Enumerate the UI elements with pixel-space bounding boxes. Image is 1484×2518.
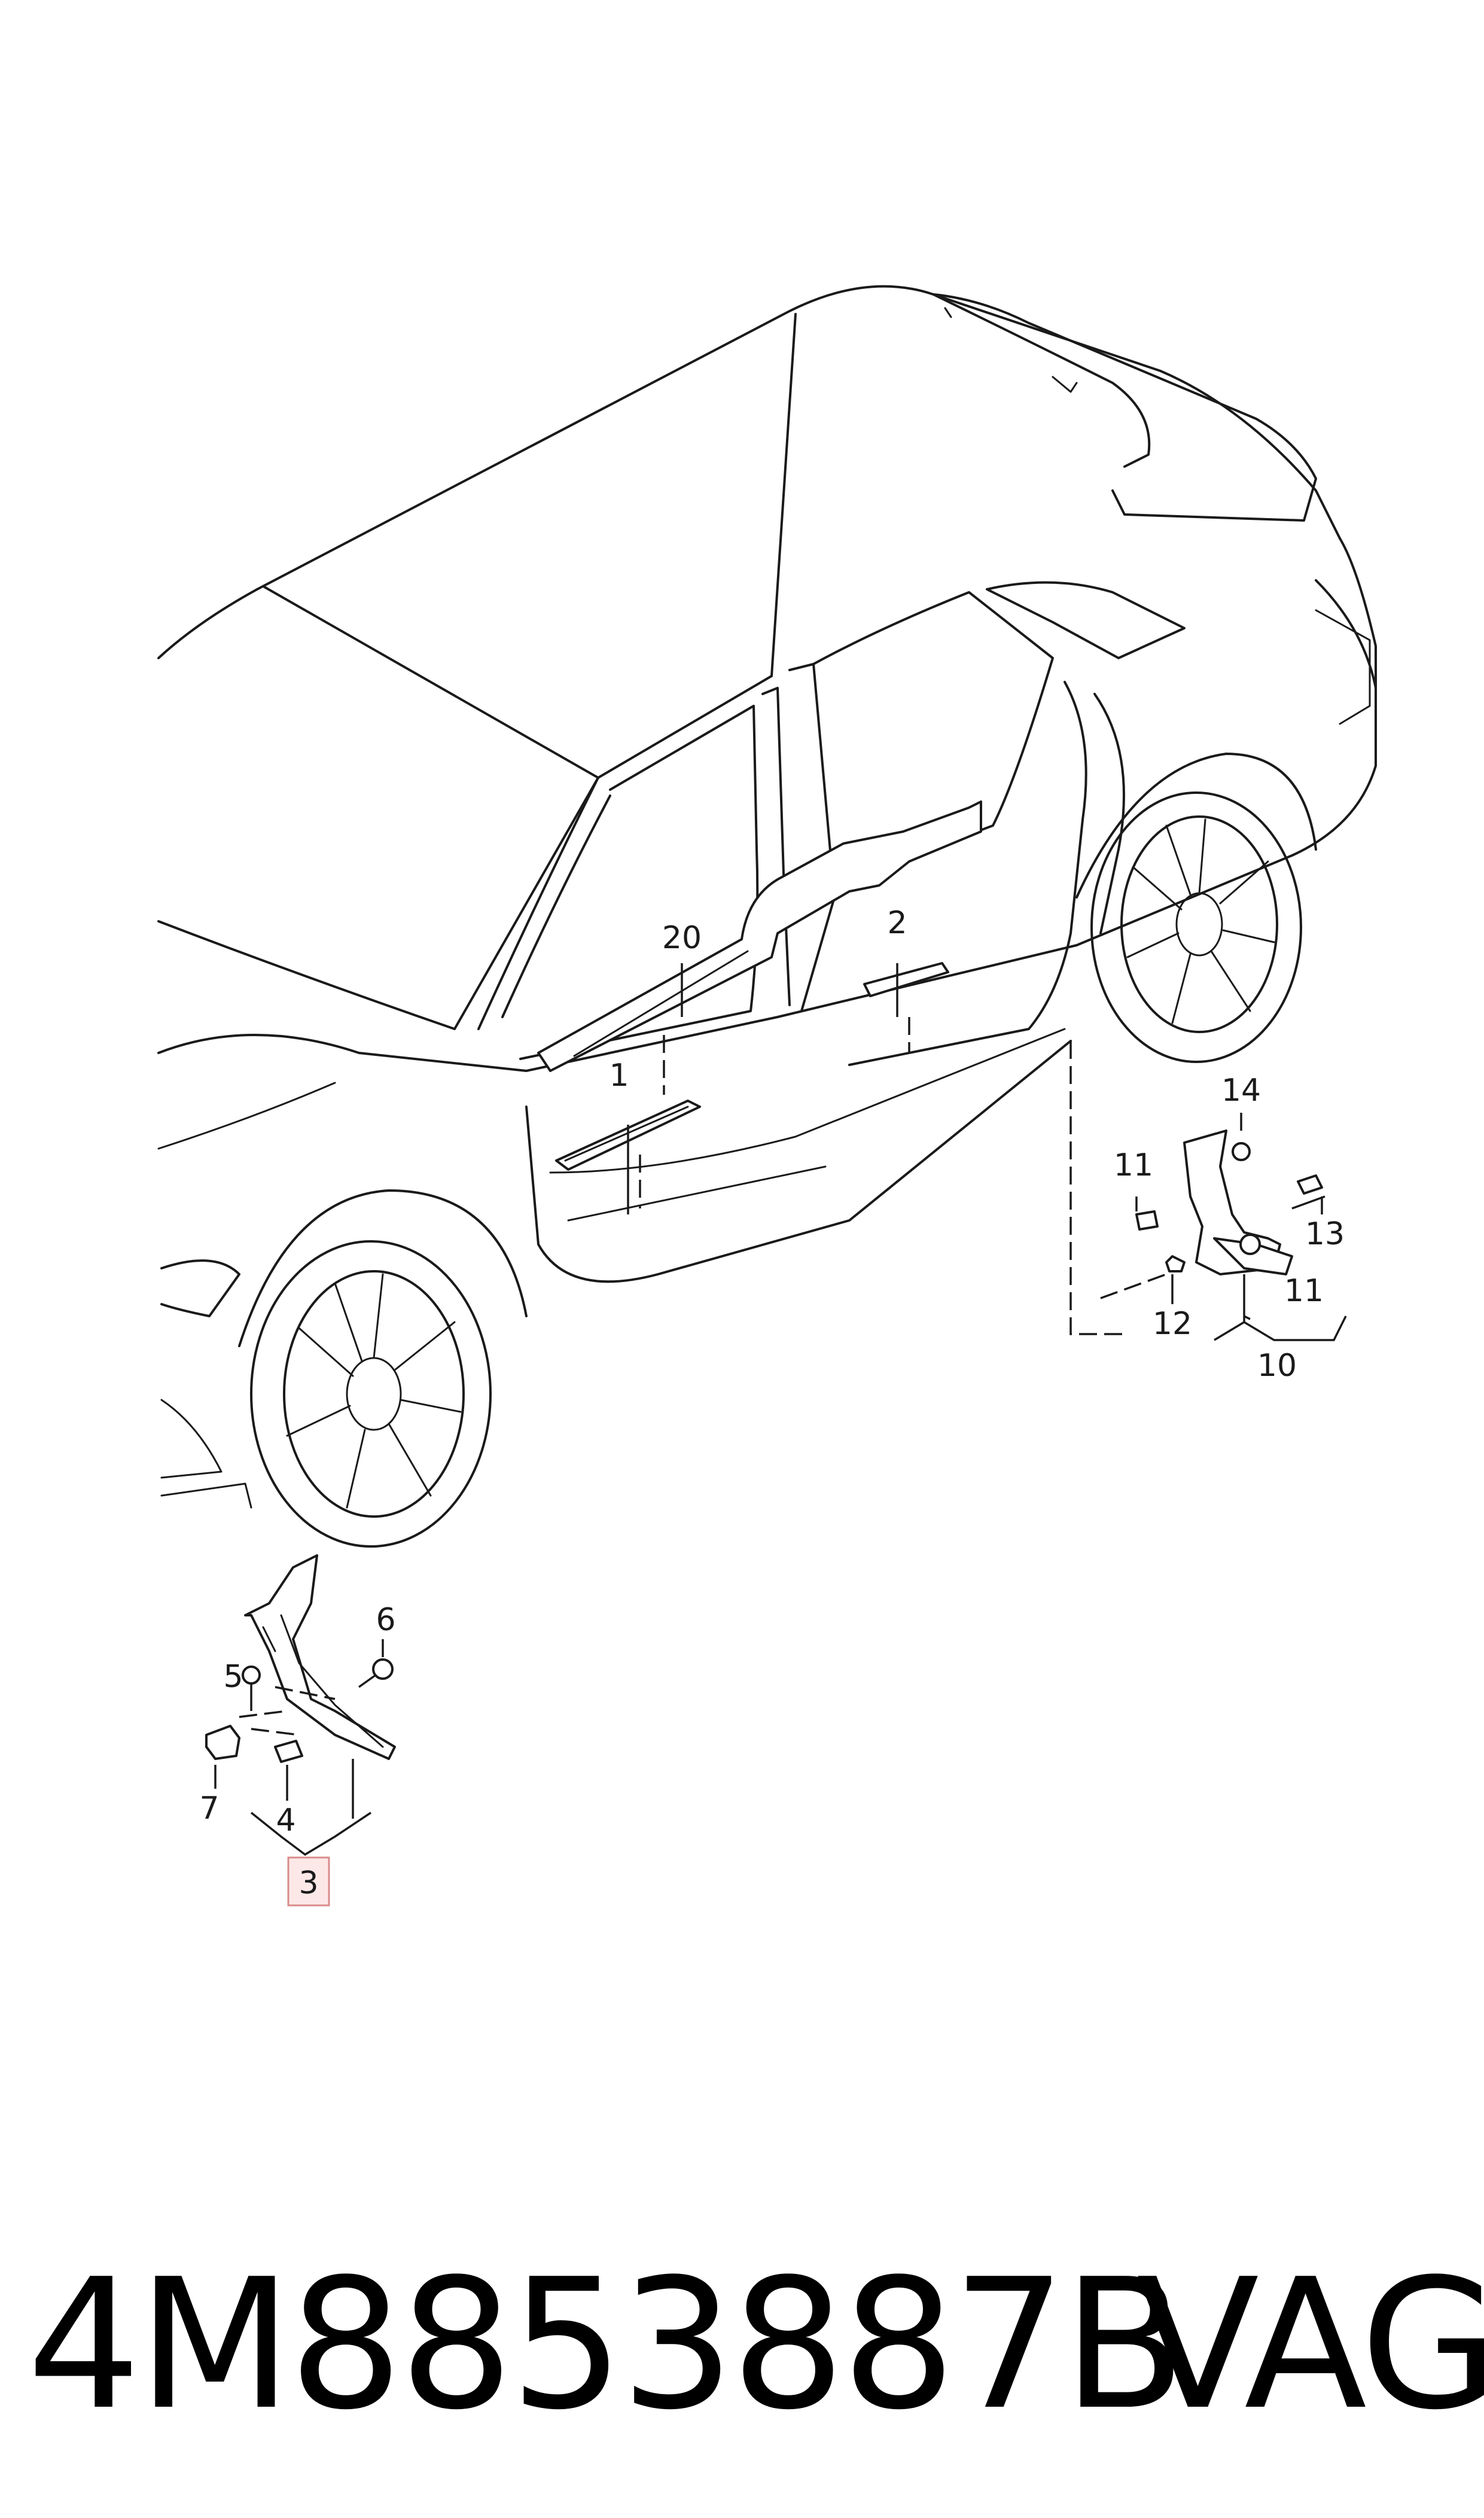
callout-3-highlight: 3 — [287, 1856, 330, 1907]
parts-diagram: 20 1 2 14 11 13 12 11 10 6 5 7 4 3 — [157, 285, 1377, 1907]
part-number: 4M8853887B — [27, 2240, 1186, 2449]
part-20-sill-trim — [537, 800, 982, 1072]
footer: 4M8853887B VAG — [0, 2225, 1484, 2465]
part-4-nut — [274, 1740, 303, 1763]
callout-10: 10 — [1257, 1348, 1297, 1384]
part-6-screw — [358, 1658, 394, 1688]
callout-11-lower: 11 — [1284, 1273, 1324, 1309]
callout-3: 3 — [298, 1865, 318, 1901]
callout-14: 14 — [1221, 1073, 1261, 1109]
brand-label: VAG — [1136, 2240, 1484, 2449]
hinge-assembly — [1135, 1129, 1325, 1275]
callout-6: 6 — [376, 1602, 395, 1638]
callout-7: 7 — [199, 1791, 219, 1826]
front-wheel — [250, 1240, 492, 1548]
callout-5: 5 — [223, 1659, 243, 1695]
part-5-screw — [242, 1666, 261, 1711]
callout-labels: 20 1 2 14 11 13 12 11 10 6 5 7 4 3 — [199, 905, 1345, 1907]
callout-12: 12 — [1153, 1306, 1192, 1342]
callout-11-upper: 11 — [1114, 1147, 1153, 1183]
part-2-rear-sill-plate — [863, 962, 949, 997]
part-3-trim-bracket — [244, 1554, 396, 1760]
callout-20: 20 — [662, 920, 702, 956]
rear-wheel — [1090, 791, 1302, 1063]
callout-1: 1 — [609, 1058, 629, 1094]
callout-2: 2 — [887, 905, 907, 941]
callout-4: 4 — [276, 1803, 295, 1838]
callout-13: 13 — [1305, 1216, 1345, 1252]
part-7-clip — [205, 1725, 240, 1760]
